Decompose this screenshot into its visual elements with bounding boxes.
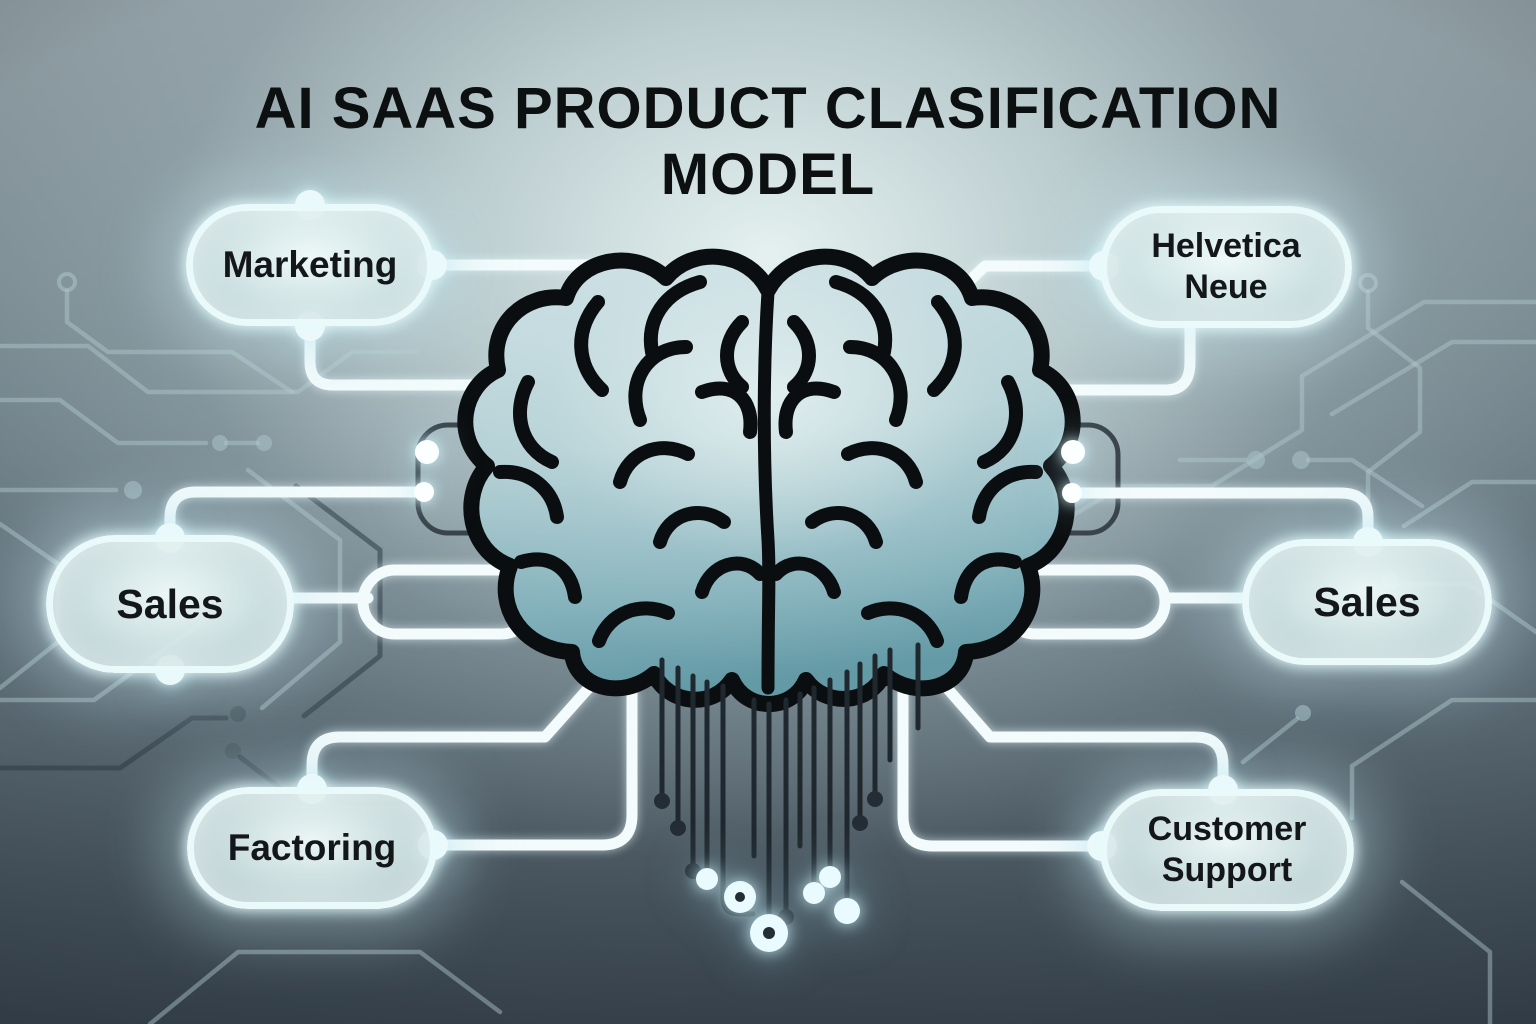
node-sales-left: Sales: [46, 535, 294, 673]
title-line-2: MODEL: [660, 142, 876, 207]
connector-lines: [164, 259, 1374, 852]
connector-sales-left-top: [164, 486, 430, 542]
glow-wire-tips: [696, 866, 860, 952]
connector-sales-right-top: [1066, 487, 1374, 546]
dot-frame-left: [415, 440, 439, 464]
brain-icon: [457, 248, 1081, 712]
dot-line-right-end: [1062, 483, 1082, 503]
connector-factoring-top: [306, 649, 624, 793]
brain-midline: [757, 285, 776, 695]
page-title: AI SAAS PRODUCT CLASIFICATION MODEL: [0, 76, 1536, 208]
dot-line-left-end: [414, 482, 434, 502]
circuit-traces: [0, 272, 1536, 1024]
node-label-line2: Support: [1161, 851, 1293, 889]
node-marketing: Marketing: [186, 204, 434, 326]
dot-frame-right: [1061, 440, 1085, 464]
node-label-line1: Helvetica: [1151, 227, 1301, 265]
node-label: Factoring: [227, 827, 397, 868]
node-label: Sales: [1313, 578, 1421, 625]
node-factoring: Factoring: [187, 787, 437, 909]
node-label-line1: Customer: [1147, 810, 1307, 848]
node-label: Sales: [116, 580, 224, 627]
connector-support-left: [897, 684, 1106, 852]
connector-helvetica-bottom: [969, 320, 1196, 396]
node-label: Marketing: [222, 244, 398, 285]
connector-marketing-bottom: [304, 320, 503, 391]
node-customer-support: Customer Support: [1100, 789, 1354, 911]
node-helvetica-neue: Helvetica Neue: [1100, 206, 1352, 328]
brain-folds: [493, 275, 1043, 648]
connector-support-top: [912, 649, 1229, 795]
connector-factoring-right: [429, 684, 638, 851]
node-label-line2: Neue: [1184, 268, 1268, 306]
brain-wires: [654, 642, 921, 952]
node-sales-right: Sales: [1242, 539, 1492, 665]
title-line-1: AI SAAS PRODUCT CLASIFICATION: [254, 76, 1282, 141]
